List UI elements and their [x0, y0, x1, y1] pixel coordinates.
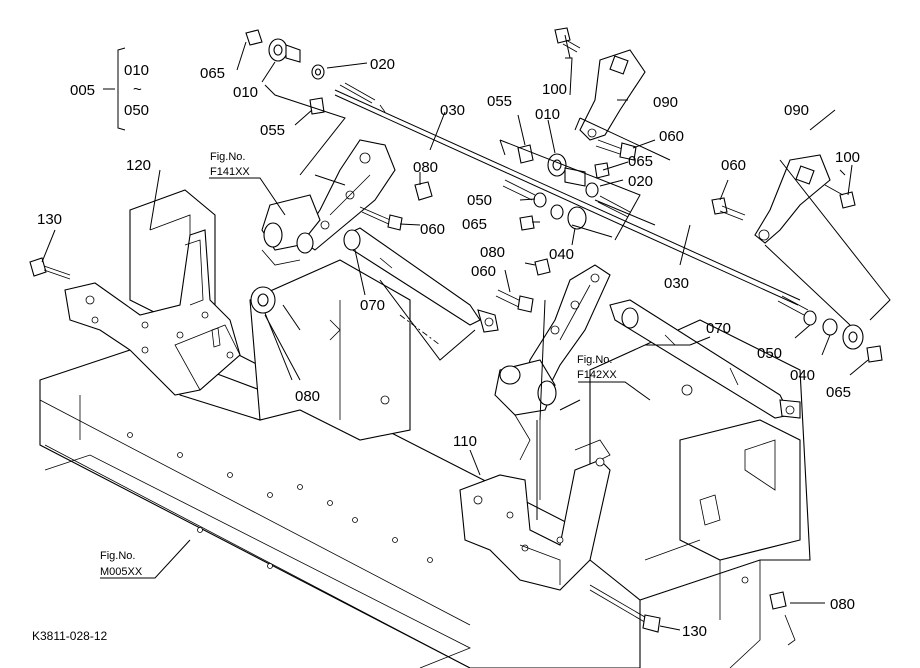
callout-080-middle: 080	[413, 159, 438, 176]
callout-100-far-right: 100	[835, 149, 860, 166]
callout-070-right: 070	[706, 320, 731, 337]
callout-tilde: ~	[133, 81, 142, 98]
callout-060-far-right: 060	[721, 157, 746, 174]
callout-030-top: 030	[440, 102, 465, 119]
callout-130-left: 130	[37, 211, 62, 228]
callout-020-top-left: 020	[370, 56, 395, 73]
callout-090-upper: 090	[653, 94, 678, 111]
cable-070-right	[609, 299, 801, 419]
callout-065-middle: 065	[462, 216, 487, 233]
callout-040-middle: 040	[549, 246, 574, 263]
callout-055-left: 055	[260, 122, 285, 139]
fig-ref-m005-code: M005XX	[100, 566, 143, 578]
callout-065-top-left: 065	[200, 65, 225, 82]
callout-030-right: 030	[664, 275, 689, 292]
frame-assembly	[39, 189, 811, 668]
callout-090-lower: 090	[784, 102, 809, 119]
rail-holes	[127, 432, 433, 569]
leader-lines	[41, 34, 891, 631]
lever-assembly-left	[261, 139, 396, 266]
callout-020-right: 020	[628, 173, 653, 190]
callout-050-middle: 050	[467, 192, 492, 209]
callout-010-right: 010	[535, 106, 560, 123]
arm-090-upper	[579, 49, 646, 141]
bracket-110	[459, 439, 611, 591]
callout-005: 005	[70, 82, 95, 99]
callout-060-right-middle: 060	[471, 263, 496, 280]
drawing-code: K3811-028-12	[32, 629, 107, 643]
bolt-130-right	[589, 584, 661, 633]
callout-010-top-left: 010	[233, 84, 258, 101]
callout-060-middle: 060	[420, 221, 445, 238]
fig-ref-f141-title: Fig.No.	[210, 151, 245, 163]
arm-090-lower	[754, 154, 831, 244]
fig-ref-f142-code: F142XX	[577, 369, 617, 381]
callout-010-range: 010	[124, 62, 149, 79]
callout-080-right-middle: 080	[480, 244, 505, 261]
callout-060-upper-right: 060	[659, 128, 684, 145]
cable-070-left	[343, 227, 499, 333]
fig-ref-m005-title: Fig.No.	[100, 550, 135, 562]
callout-050-right: 050	[757, 345, 782, 362]
callout-050-range: 050	[124, 102, 149, 119]
bolt-130-left	[29, 257, 71, 280]
callout-065-far-right: 065	[826, 384, 851, 401]
collar-080-left	[250, 286, 276, 314]
callout-130-right: 130	[682, 623, 707, 640]
fig-ref-f141-code: F141XX	[210, 166, 250, 178]
figure-references: Fig.No. F141XX Fig.No. F142XX Fig.No. M0…	[100, 151, 617, 578]
bracket-120	[64, 229, 241, 396]
fig-ref-f142-title: Fig.No.	[577, 354, 612, 366]
callout-040-right: 040	[790, 367, 815, 384]
callout-100-top: 100	[542, 81, 567, 98]
callout-080-lower-left: 080	[295, 388, 320, 405]
callout-120: 120	[126, 157, 151, 174]
rods-030	[334, 82, 809, 316]
callout-080-bottom-right: 080	[830, 596, 855, 613]
callout-110: 110	[453, 433, 477, 450]
hardware	[245, 27, 883, 610]
callout-055-right: 055	[487, 93, 512, 110]
callout-065-right: 065	[628, 153, 653, 170]
part-callouts: 005 010 ~ 050 065 010 020 055 030 055 01…	[37, 56, 860, 640]
callout-070-left: 070	[360, 297, 385, 314]
